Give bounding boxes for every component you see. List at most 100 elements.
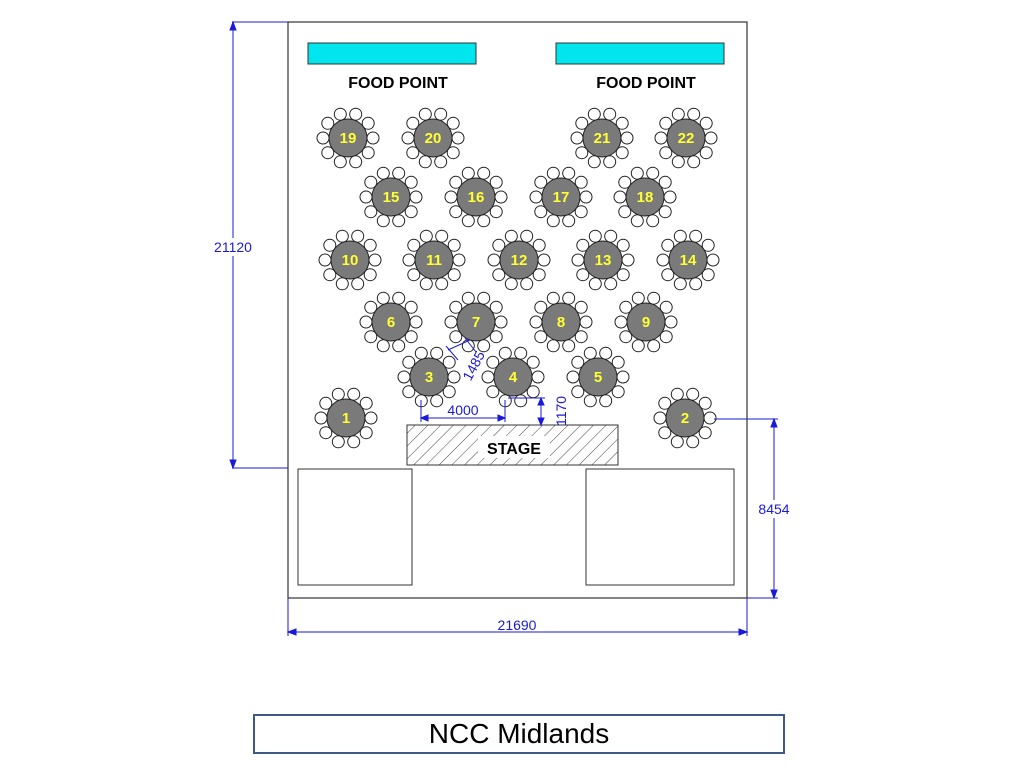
table-gap-dimension-label: 4000 bbox=[447, 402, 478, 418]
chair bbox=[376, 214, 390, 228]
chair bbox=[588, 229, 602, 243]
chair bbox=[447, 238, 461, 252]
chair bbox=[514, 394, 528, 408]
chair bbox=[689, 277, 703, 291]
chair bbox=[546, 339, 560, 353]
chair bbox=[323, 238, 337, 252]
chair bbox=[703, 411, 717, 425]
chair bbox=[442, 385, 456, 399]
chair bbox=[486, 385, 500, 399]
chair bbox=[576, 238, 590, 252]
chair bbox=[670, 435, 684, 449]
table-7: 7 bbox=[444, 291, 508, 353]
chair bbox=[361, 116, 375, 130]
table-spacing-dimension bbox=[445, 337, 477, 361]
chair bbox=[361, 146, 375, 160]
chair bbox=[656, 253, 670, 267]
table-top bbox=[456, 177, 496, 217]
chair bbox=[671, 155, 685, 169]
chair bbox=[376, 166, 390, 180]
chair bbox=[616, 238, 630, 252]
chair bbox=[546, 214, 560, 228]
chair bbox=[546, 166, 560, 180]
chair bbox=[321, 146, 335, 160]
chair bbox=[615, 146, 629, 160]
chair bbox=[419, 277, 433, 291]
table-number: 7 bbox=[472, 314, 480, 331]
chair bbox=[477, 291, 491, 305]
chair bbox=[404, 330, 418, 344]
chair bbox=[376, 291, 390, 305]
hall-outline bbox=[287, 21, 748, 599]
chair bbox=[571, 253, 585, 267]
side-room-left bbox=[297, 468, 413, 586]
chair bbox=[575, 116, 589, 130]
table-19: 19 bbox=[316, 107, 380, 169]
table-top bbox=[456, 302, 496, 342]
chair bbox=[494, 315, 508, 329]
chair bbox=[588, 277, 602, 291]
chair bbox=[368, 253, 382, 267]
table-number: 20 bbox=[425, 130, 442, 147]
table-18: 18 bbox=[613, 166, 677, 228]
chair bbox=[630, 166, 644, 180]
chair bbox=[477, 339, 491, 353]
table-top bbox=[666, 118, 706, 158]
chair bbox=[314, 411, 328, 425]
chair bbox=[604, 229, 618, 243]
table-top bbox=[665, 398, 705, 438]
chair bbox=[477, 214, 491, 228]
chair bbox=[404, 205, 418, 219]
chair bbox=[621, 253, 635, 267]
table-2: 2 bbox=[653, 387, 717, 449]
chair bbox=[686, 387, 700, 401]
food-point-label-left: FOOD POINT bbox=[348, 75, 448, 92]
chair bbox=[631, 339, 645, 353]
chair bbox=[618, 175, 632, 189]
table-12: 12 bbox=[487, 229, 551, 291]
chair bbox=[611, 385, 625, 399]
table-3: 3 bbox=[397, 346, 461, 408]
table-top bbox=[626, 302, 666, 342]
chair bbox=[534, 330, 548, 344]
chair bbox=[434, 107, 448, 121]
chair bbox=[529, 190, 543, 204]
chair bbox=[653, 411, 667, 425]
chair bbox=[603, 107, 617, 121]
table-16: 16 bbox=[444, 166, 508, 228]
chair bbox=[618, 205, 632, 219]
stage-gap-dimension-label: 1170 bbox=[553, 396, 569, 426]
chair bbox=[616, 370, 630, 384]
chair bbox=[576, 268, 590, 282]
chair bbox=[363, 238, 377, 252]
table-number: 21 bbox=[594, 130, 611, 147]
chair bbox=[615, 116, 629, 130]
chair bbox=[661, 238, 675, 252]
chair bbox=[620, 131, 634, 145]
chair bbox=[532, 268, 546, 282]
chair bbox=[659, 300, 673, 314]
chair bbox=[461, 214, 475, 228]
chair bbox=[402, 253, 416, 267]
chair bbox=[571, 355, 585, 369]
table-number: 13 bbox=[595, 252, 612, 269]
chair bbox=[613, 190, 627, 204]
chair bbox=[658, 175, 672, 189]
chair bbox=[486, 355, 500, 369]
chair bbox=[587, 107, 601, 121]
chair bbox=[673, 277, 687, 291]
venue-caption: NCC Midlands bbox=[253, 714, 785, 754]
chair bbox=[574, 330, 588, 344]
chair bbox=[451, 131, 465, 145]
chair bbox=[316, 131, 330, 145]
chair bbox=[646, 214, 660, 228]
chair bbox=[331, 387, 345, 401]
chair bbox=[446, 146, 460, 160]
chair bbox=[611, 355, 625, 369]
table-10: 10 bbox=[318, 229, 382, 291]
chair bbox=[671, 107, 685, 121]
chair bbox=[447, 268, 461, 282]
chair bbox=[359, 315, 373, 329]
chair bbox=[603, 155, 617, 169]
chair bbox=[587, 155, 601, 169]
